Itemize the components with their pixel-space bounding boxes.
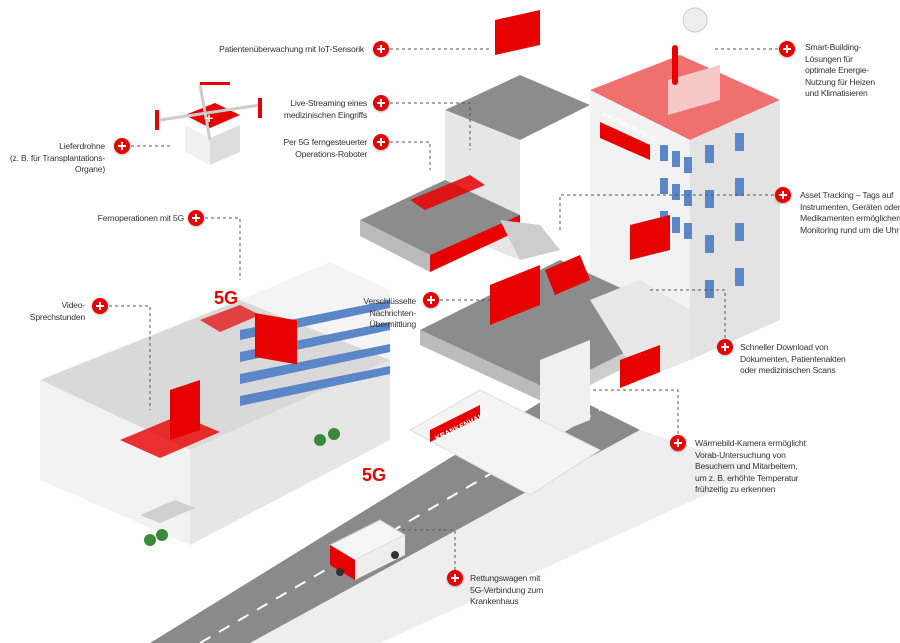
label-line: Operations-Roboter [295,148,367,159]
five-g-badge-ambulance: 5G [362,465,387,485]
hotspot-iot-plus-icon[interactable] [373,41,389,57]
hotspot-smart-building-plus-icon[interactable] [779,41,795,57]
leader-lines [109,48,778,570]
label-line: Besuchern und Mitarbeitern, [695,461,798,471]
five-g-badge-left: 5G [214,288,239,308]
label-line: um z. B. erhöhte Temperatur [695,472,799,483]
label-line: Nutzung für Heizen [805,76,875,87]
hotspot-video-plus-icon[interactable] [92,298,108,314]
svg-text:+: + [205,110,213,126]
label-line: Vorab-Untersuchung von [695,449,786,460]
label-line: Asset Tracking – Tags auf [800,190,894,200]
label-line: Schneller Download von [740,342,829,352]
label-line: Dokumenten, Patientenakten [740,353,846,364]
label-line: Rettungswagen mit [470,573,541,583]
central-hospital [360,7,780,496]
label-line: und Klimatisieren [805,88,868,98]
label-line: Organe) [74,164,105,174]
label-remote-surgery: Fernoperationen mit 5G [97,213,185,223]
label-line: Monitoring rund um die Uhr [800,224,899,235]
label-line: Nachrichten- [369,307,417,318]
label-line: Per 5G ferngesteuerter [283,137,368,147]
hotspot-robot-plus-icon[interactable] [373,134,389,150]
hotspot-encrypted-plus-icon[interactable] [423,292,439,308]
hotspot-drone-plus-icon[interactable] [114,138,130,154]
label-line: optimale Energie- [805,65,869,75]
label-line: Sprechstunden [29,311,85,322]
hotspot-remote-surgery-plus-icon[interactable] [188,210,204,226]
label-line: Medikamenten ermöglichen [800,213,900,223]
ambulance [328,519,407,580]
hotspot-livestream-plus-icon[interactable] [373,95,389,111]
label-line: Verschlüsselte [363,296,416,306]
label-line: frühzeitig zu erkennen [695,484,776,494]
label-line: Smart-Building- [805,42,862,52]
label-line: Lösungen für [805,53,853,64]
hotspot-ambulance-plus-icon[interactable] [447,570,463,586]
hotspot-asset-tracking-plus-icon[interactable] [775,187,791,203]
delivery-drone: + [155,82,262,165]
label-line: Wärmebild-Kamera ermöglicht [695,438,806,448]
label-iot: Patientenüberwachung mit IoT-Sensorik [219,44,364,54]
left-building [40,262,390,546]
label-line: 5G-Verbindung zum [470,584,544,595]
label-line: Krankenhaus [470,596,519,606]
label-video: Video-Sprechstunden [30,300,85,323]
label-line: Lieferdrohne [59,141,105,151]
label-line: medizinischen Eingriffs [283,109,367,120]
sidewalk [250,430,760,643]
label-line: Live-Streaming eines [290,98,367,108]
label-line: (z. B. für Transplantations- [9,152,105,163]
hotspot-download-plus-icon[interactable] [717,339,733,355]
hotspot-thermal-plus-icon[interactable] [670,435,686,451]
label-line: Übermittlung [369,319,417,329]
label-line: Video- [61,300,86,310]
label-line: oder medizinischen Scans [740,365,836,375]
label-drone: Lieferdrohne(z. B. für Transplantations-… [10,141,105,176]
label-line: Instrumenten, Geräten oder [800,201,900,212]
